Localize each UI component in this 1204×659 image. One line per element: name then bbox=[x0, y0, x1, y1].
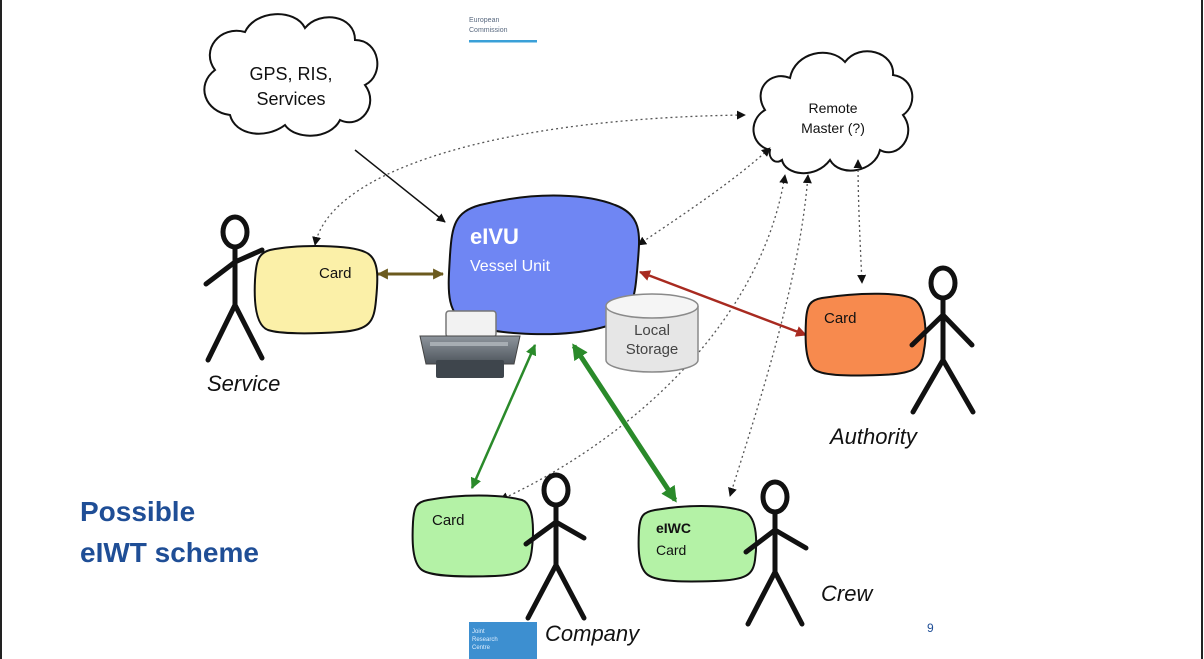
actor-service-label: Service bbox=[207, 371, 280, 396]
crew-card: eIWC Card bbox=[637, 505, 758, 583]
logo-line2: Commission bbox=[469, 27, 508, 34]
company-card: Card bbox=[411, 494, 534, 578]
link-authority-remote bbox=[853, 159, 867, 284]
jrc-line3: Centre bbox=[472, 645, 491, 651]
slide-title-line2: eIWT scheme bbox=[80, 537, 259, 568]
link-crew-remote bbox=[728, 174, 812, 497]
actor-crew-label: Crew bbox=[821, 581, 874, 606]
link-crew-card bbox=[571, 343, 678, 503]
crew-card-shape bbox=[637, 505, 758, 583]
link-authority-card bbox=[638, 270, 808, 337]
actor-authority-label: Authority bbox=[828, 424, 919, 449]
actor-service-figure bbox=[203, 214, 265, 363]
actor-authority-figure bbox=[909, 265, 976, 415]
vessel-unit-shape bbox=[447, 194, 641, 336]
actor-company-label: Company bbox=[545, 621, 641, 646]
jrc-logo: Joint Research Centre bbox=[469, 622, 537, 659]
gps-cloud-shape bbox=[203, 13, 379, 137]
local-storage: Local Storage bbox=[605, 293, 699, 373]
service-card: Card bbox=[253, 245, 379, 335]
authority-card-shape bbox=[804, 292, 927, 377]
slide-title-line1: Possible bbox=[80, 496, 195, 527]
logo-underline bbox=[469, 40, 537, 43]
actor-company-figure bbox=[523, 472, 587, 621]
remote-cloud-shape bbox=[752, 50, 914, 175]
remote-master-cloud: Remote Master (?) bbox=[752, 50, 914, 175]
service-card-label: Card bbox=[319, 265, 352, 282]
vessel-unit-title: eIVU bbox=[470, 224, 519, 249]
company-card-label: Card bbox=[432, 512, 465, 529]
remote-cloud-line2: Master (?) bbox=[801, 120, 865, 136]
authority-card-label: Card bbox=[824, 310, 857, 327]
gps-cloud-line2: Services bbox=[256, 89, 325, 109]
vessel-unit: eIVU Vessel Unit bbox=[447, 194, 641, 336]
service-card-shape bbox=[253, 245, 379, 335]
link-vessel-remote bbox=[637, 147, 771, 246]
european-commission-logo: European Commission bbox=[469, 17, 537, 43]
actor-crew-figure bbox=[743, 479, 809, 627]
logo-line1: European bbox=[469, 17, 499, 24]
vessel-unit-subtitle: Vessel Unit bbox=[470, 258, 551, 275]
link-gps-vessel bbox=[354, 149, 446, 223]
jrc-line2: Research bbox=[472, 637, 498, 643]
crew-card-label: Card bbox=[656, 542, 686, 558]
storage-line2: Storage bbox=[626, 341, 679, 358]
gps-cloud: GPS, RIS, Services bbox=[203, 13, 379, 137]
link-company-card bbox=[470, 343, 537, 490]
storage-line1: Local bbox=[634, 322, 670, 339]
company-card-shape bbox=[411, 494, 534, 578]
storage-top bbox=[605, 293, 699, 319]
jrc-logo-box bbox=[469, 622, 537, 659]
authority-card: Card bbox=[804, 292, 927, 377]
jrc-line1: Joint bbox=[472, 629, 485, 635]
gps-cloud-line1: GPS, RIS, bbox=[249, 64, 332, 84]
crew-card-label-bold: eIWC bbox=[656, 520, 691, 536]
page-number: 9 bbox=[927, 621, 934, 635]
remote-cloud-line1: Remote bbox=[808, 100, 857, 116]
link-service-remote bbox=[312, 110, 746, 246]
